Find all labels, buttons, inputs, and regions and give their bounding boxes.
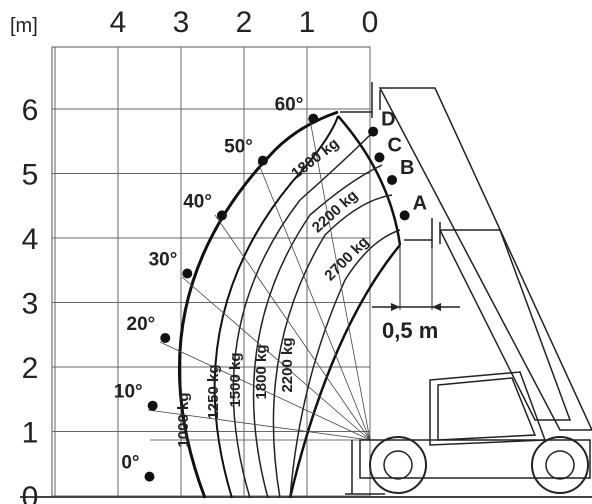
angle-label: 60° [275, 95, 304, 116]
arc-1 [232, 134, 371, 499]
wheel-hub [545, 450, 575, 480]
y-tick-label: 3 [22, 288, 39, 321]
dimension-label: 0,5 m [382, 318, 438, 343]
angle-label: 20° [127, 314, 156, 335]
extension-point [399, 210, 410, 221]
boom-lower [438, 229, 572, 421]
extension-point [374, 152, 385, 163]
fork-top [340, 82, 381, 118]
x-tick-label: 1 [299, 6, 316, 39]
angle-label: 30° [149, 249, 178, 270]
angle-point [308, 113, 319, 124]
unit-label: [m] [10, 15, 38, 37]
angle-label: 10° [114, 382, 143, 403]
radial-line [147, 409, 371, 441]
y-tick-label: 0 [22, 481, 39, 504]
fork-mid [404, 218, 441, 248]
arc-2 [252, 164, 383, 499]
angle-point [144, 471, 155, 482]
angle-point [182, 268, 193, 279]
x-tick-label: 3 [173, 6, 190, 39]
extension-point [387, 174, 398, 185]
angle-point [257, 155, 268, 166]
y-tick-label: 4 [22, 223, 39, 256]
grid [20, 46, 592, 498]
y-tick-label: 6 [22, 94, 39, 127]
tip-arc [337, 115, 402, 246]
y-tick-label: 2 [22, 352, 39, 385]
angle-point [160, 332, 171, 343]
extension-point [368, 126, 379, 137]
radial-line [257, 161, 371, 441]
radial-load-label: 2200 kg [279, 337, 296, 392]
y-tick-label: 1 [22, 417, 39, 450]
radial-load-label: 1800 kg [253, 344, 270, 399]
telehandler-drawing [340, 82, 592, 495]
extension-label: D [381, 109, 395, 131]
angle-point [147, 400, 158, 411]
wheel [531, 436, 589, 494]
x-tick-label: 2 [236, 6, 253, 39]
y-tick-label: 5 [22, 159, 39, 192]
radial-load-label: 1500 kg [227, 352, 244, 407]
arc-4 [289, 229, 401, 499]
angle-point [216, 210, 227, 221]
arc-load-label: 1800 kg [288, 135, 342, 182]
x-tick-label: 0 [362, 6, 379, 39]
boom-upper [378, 87, 592, 431]
arc-3 [272, 194, 393, 499]
angle-label: 0° [121, 453, 139, 474]
extension-label: A [413, 192, 427, 214]
cab [429, 371, 547, 446]
extension-label: B [400, 157, 414, 179]
radial-load-label: 1000 kg [175, 392, 192, 447]
radial-line [159, 341, 371, 441]
fork-ground [345, 440, 385, 495]
angle-label: 40° [183, 191, 212, 212]
wheel-hub [383, 450, 413, 480]
x-tick-label: 4 [110, 6, 127, 39]
radial-line [181, 276, 371, 441]
wheel [369, 436, 427, 494]
dim-arrow-left [391, 303, 400, 311]
radial-load-label: 1250 kg [205, 364, 222, 419]
chassis [359, 439, 591, 479]
dim-arrow-right [432, 303, 441, 311]
inner-limit [288, 244, 401, 499]
angle-label: 50° [224, 137, 253, 158]
extension-label: C [387, 134, 401, 156]
radial-line [214, 214, 371, 441]
cab-window [437, 377, 537, 441]
load-zone [147, 110, 402, 499]
radial-line [309, 119, 371, 441]
inner-envelope [213, 115, 339, 499]
